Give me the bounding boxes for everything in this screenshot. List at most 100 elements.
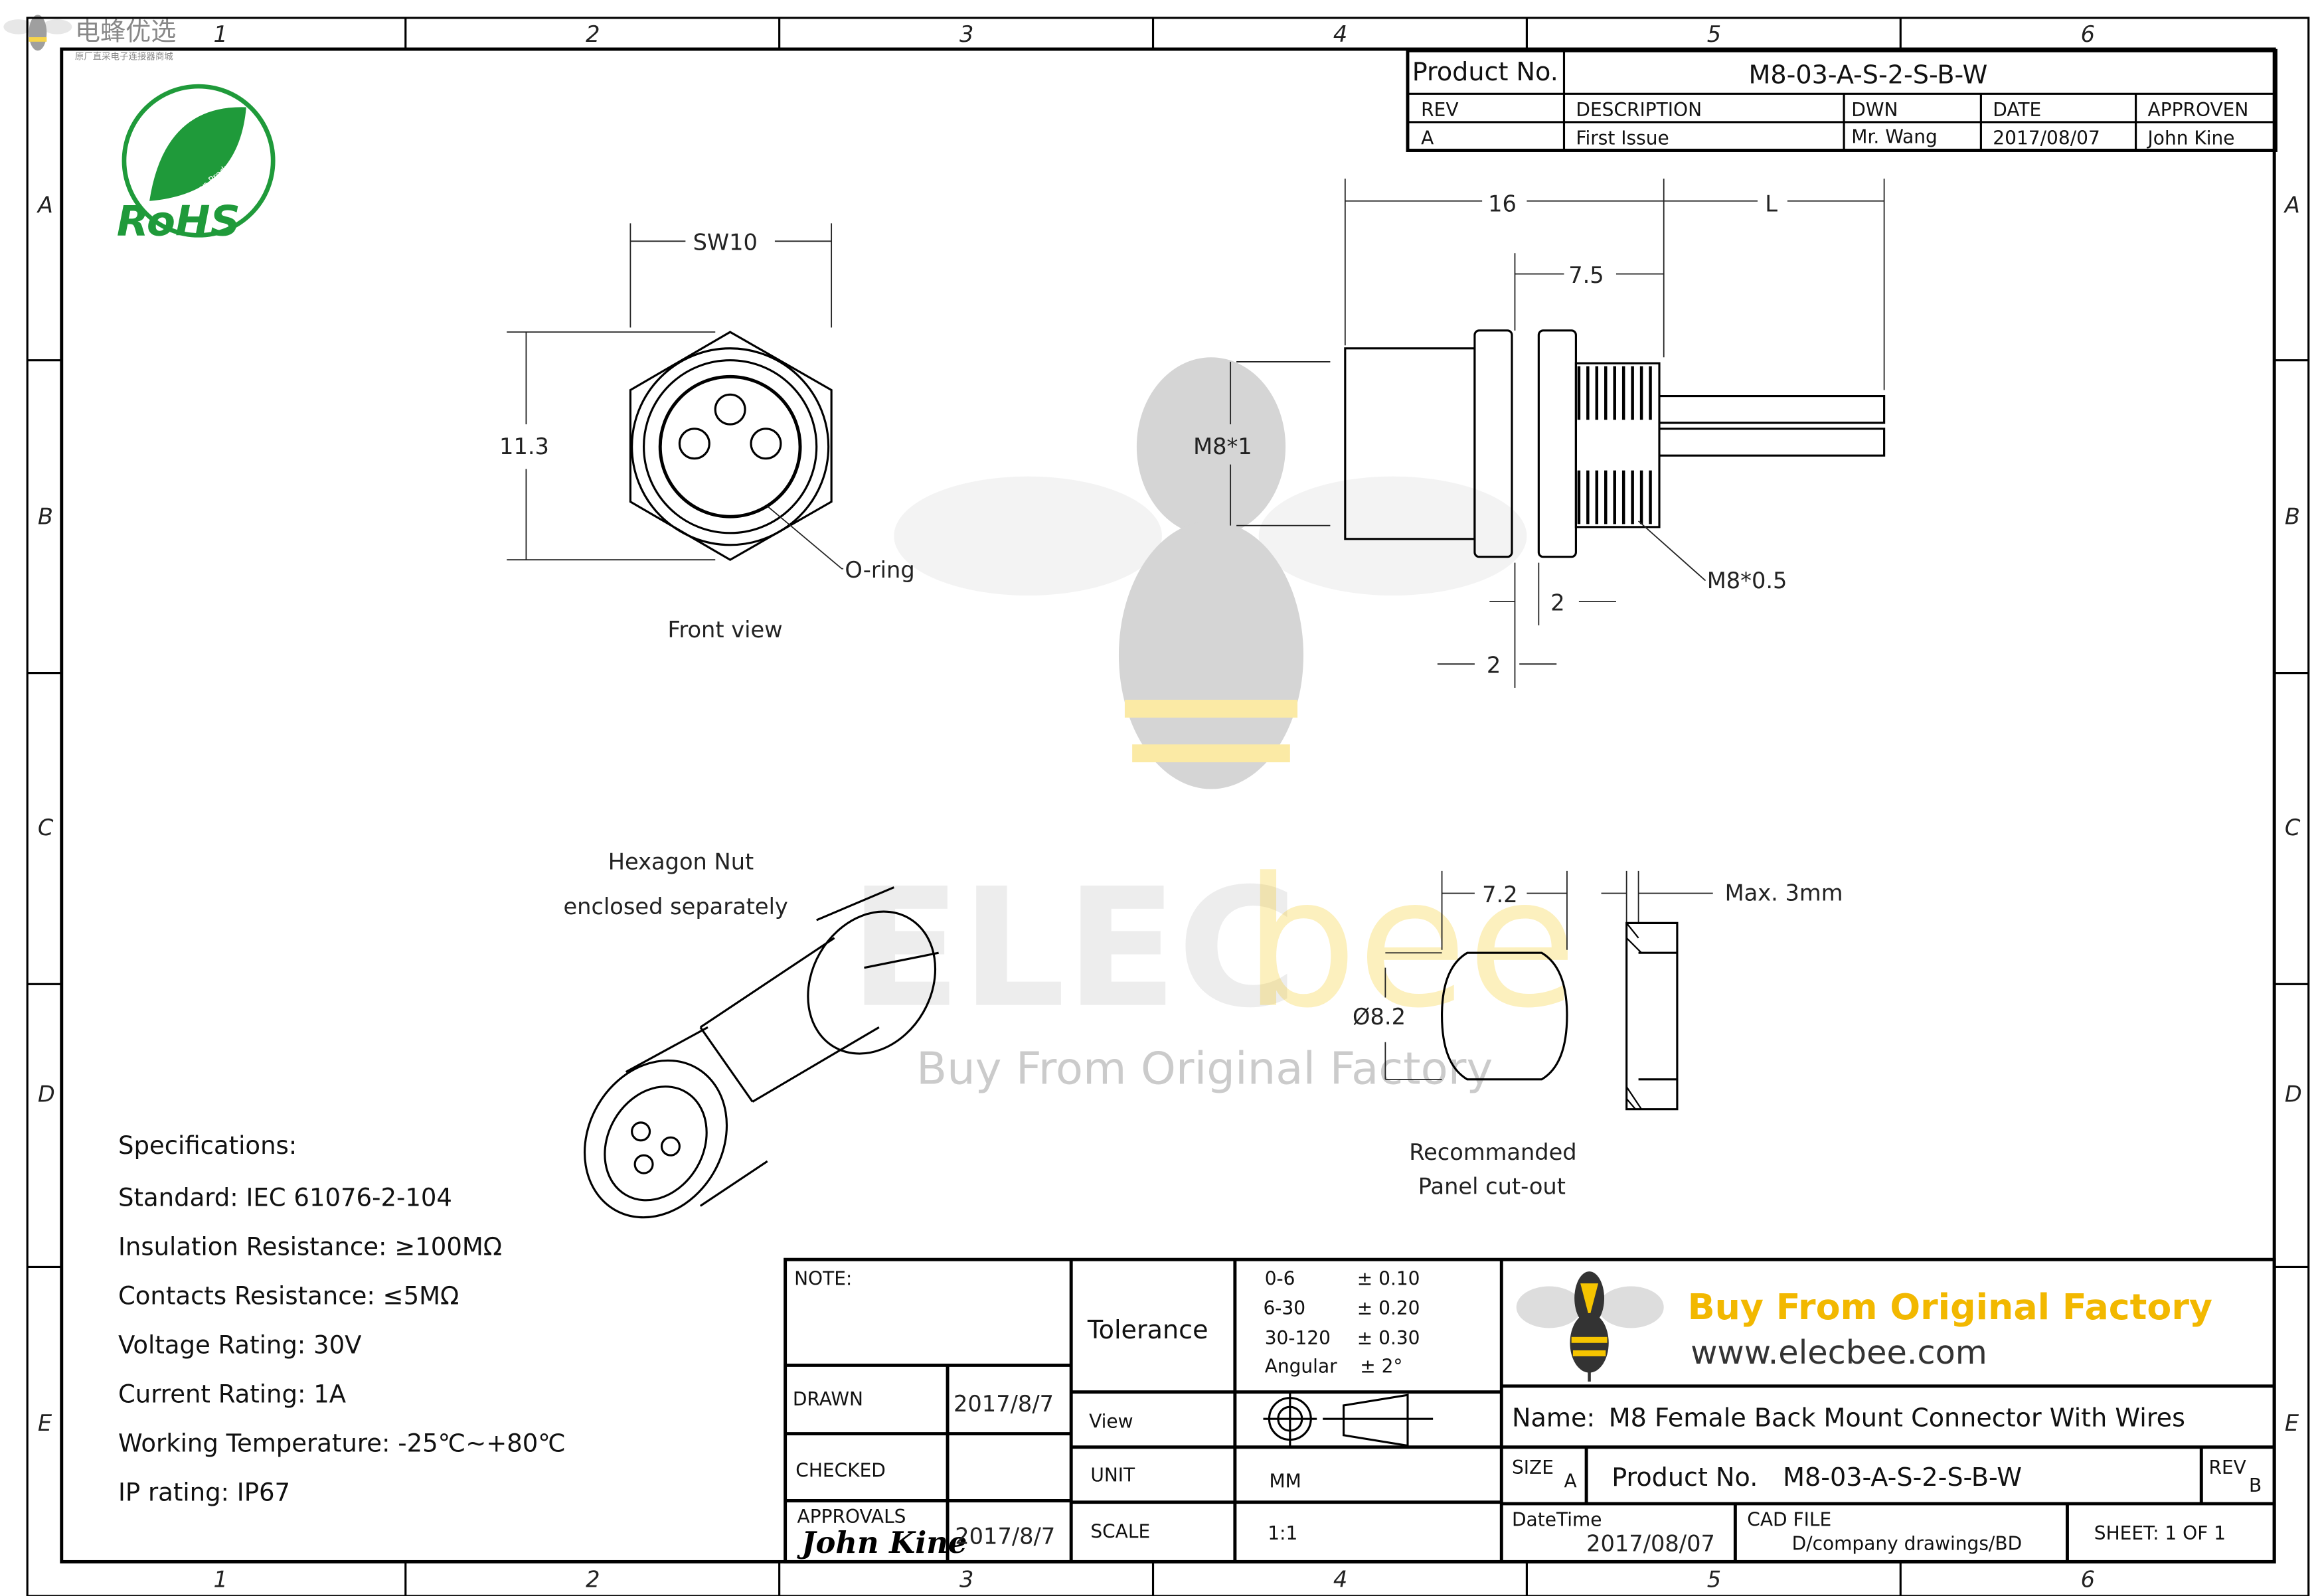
- frame-columns-0: 1: [213, 1567, 227, 1593]
- elecbee-bee-logo: [1516, 1271, 1664, 1382]
- specs-items-1: Insulation Resistance: ≥100MΩ: [118, 1232, 502, 1261]
- title-block-product-no-label: Product No.: [1612, 1463, 1758, 1492]
- revision-table-headers-1: DESCRIPTION: [1576, 99, 1702, 121]
- title-block-tolerance-label: Tolerance: [1087, 1315, 1208, 1344]
- title-block-unit-label: UNIT: [1090, 1464, 1135, 1486]
- specs-items-4: Current Rating: 1A: [118, 1380, 346, 1408]
- title-block-cad-label: CAD FILE: [1747, 1509, 1831, 1531]
- title-block-unit: MM: [1269, 1470, 1301, 1492]
- title-block-tolerances-2-0: 30-120: [1265, 1327, 1331, 1349]
- title-block-product-no: M8-03-A-S-2-S-B-W: [1783, 1463, 2022, 1492]
- title-block-checked-label: CHECKED: [795, 1460, 886, 1482]
- frame-columns-5: 6: [2081, 1567, 2095, 1593]
- title-block-size-label: SIZE: [1512, 1457, 1554, 1478]
- revision-table-product-no-label: Product No.: [1412, 57, 1558, 86]
- cutout-width: 7.2: [1482, 882, 1517, 908]
- zone-dividers: [27, 17, 2309, 1596]
- side-view-d75: 7.5: [1568, 262, 1604, 288]
- frame-columns-1: 2: [586, 1567, 600, 1593]
- website: www.elecbee.com: [1691, 1333, 1987, 1372]
- watermark-brand-cn: 电蜂优选: [75, 17, 176, 46]
- side-view-d2b: 2: [1487, 653, 1501, 678]
- rohs-logo: Green Product RoHS: [117, 84, 276, 245]
- frame-columns-3: 4: [1333, 1567, 1347, 1593]
- approval-signature: John Kine: [796, 1525, 967, 1560]
- revision-table-row-3: 2017/08/07: [1993, 127, 2100, 149]
- cutout-caption1: Recommanded: [1409, 1139, 1576, 1165]
- revision-table-headers-3: DATE: [1993, 99, 2041, 121]
- slogan: Buy From Original Factory: [1688, 1286, 2212, 1328]
- title-block-datetime: 2017/08/07: [1586, 1531, 1715, 1557]
- title-block-tolerances-3-1: ± 2°: [1360, 1356, 1402, 1378]
- frame-columns-3: 4: [1333, 21, 1347, 47]
- frame-columns-4: 5: [1707, 21, 1721, 47]
- revision-table-row-1: First Issue: [1576, 127, 1669, 149]
- specs-items-2: Contacts Resistance: ≤5MΩ: [118, 1281, 459, 1310]
- side-view-dL: L: [1765, 191, 1778, 216]
- specs-items-0: Standard: IEC 61076-2-104: [118, 1183, 452, 1212]
- title-block-tolerances-0-1: ± 0.10: [1357, 1267, 1420, 1289]
- side-view: 16 L 7.5 M8*1 M8*0.5 2 2: [1193, 179, 1886, 688]
- frame-rows-3: D: [38, 1081, 55, 1107]
- revision-table-row-4: John Kine: [2147, 127, 2235, 149]
- title-block-approvals-label: APPROVALS: [797, 1506, 906, 1528]
- cutout-caption2: Panel cut-out: [1418, 1174, 1566, 1200]
- specifications: Specifications: Standard: IEC 61076-2-10…: [118, 1131, 566, 1507]
- title-block-name: M8 Female Back Mount Connector With Wire…: [1609, 1403, 2185, 1432]
- isometric-view: Hexagon Nut enclosed separately: [563, 849, 939, 1219]
- panel-cutout: 7.2 Ø8.2 Max. 3mm Recommanded Panel cut-…: [1353, 870, 1843, 1200]
- front-view-caption: Front view: [667, 617, 782, 643]
- frame-columns-2: 3: [959, 21, 973, 47]
- watermark-logo-bee: bee: [1244, 840, 1577, 1048]
- specs-title: Specifications:: [118, 1131, 297, 1160]
- title-block-cad: D/company drawings/BD: [1792, 1532, 2023, 1554]
- rohs-text: RoHS: [117, 197, 240, 245]
- revision-table-product-no: M8-03-A-S-2-S-B-W: [1749, 60, 1988, 90]
- front-view-sw: SW10: [693, 230, 758, 256]
- side-view-d2a: 2: [1550, 590, 1564, 615]
- frame-rows-4: E: [38, 1410, 52, 1436]
- outer-frame: [26, 17, 2310, 1596]
- zone-labels: 1 2 3 4 5 6 1 2 3 4 5 6 A B C D E A B C D E: [37, 21, 2302, 1593]
- title-block: NOTE: DRAWN 2017/8/7 CHECKED APPROVALS J…: [784, 1257, 2276, 1563]
- frame-rows-2: C: [38, 815, 54, 840]
- frame-columns-1: 2: [586, 21, 600, 47]
- frame-columns-0: 1: [213, 21, 227, 47]
- title-block-drawn-label: DRAWN: [793, 1388, 863, 1410]
- title-block-tolerances-0-0: 0-6: [1265, 1267, 1295, 1289]
- title-block-sheet: SHEET: 1 OF 1: [2094, 1522, 2226, 1544]
- front-view-oring: O-ring: [845, 557, 914, 583]
- frame-rows-2: C: [2285, 815, 2301, 840]
- frame-rows-3: D: [2285, 1081, 2302, 1107]
- iso-view-caption2: enclosed separately: [563, 894, 787, 919]
- revision-table-headers-2: DWN: [1851, 99, 1898, 121]
- watermark-tagline-cn: 原厂直采电子连接器商城: [75, 51, 173, 62]
- frame-rows-0: A: [37, 193, 53, 218]
- specs-items-5: Working Temperature: -25℃~+80℃: [118, 1429, 566, 1457]
- title-block-rev: B: [2249, 1475, 2262, 1496]
- frame-columns-4: 5: [1707, 1567, 1721, 1593]
- frame-rows-0: A: [2283, 193, 2300, 218]
- title-block-approvals-date: 2017/8/7: [955, 1524, 1055, 1550]
- title-block-datetime-label: DateTime: [1512, 1509, 1602, 1531]
- revision-table-row-2: Mr. Wang: [1851, 125, 1938, 147]
- title-block-tolerances-1-0: 6-30: [1263, 1297, 1305, 1319]
- cutout-diameter: Ø8.2: [1353, 1004, 1406, 1030]
- title-block-note-label: NOTE:: [794, 1267, 852, 1289]
- title-block-view-label: View: [1089, 1411, 1133, 1433]
- title-block-scale: 1:1: [1268, 1522, 1297, 1544]
- side-view-thread2: M8*0.5: [1707, 568, 1787, 594]
- frame-rows-4: E: [2285, 1410, 2299, 1436]
- frame-rows-1: B: [38, 503, 53, 529]
- front-view: SW10 11.3 O-ring Front view: [499, 223, 915, 643]
- specs-items-3: Voltage Rating: 30V: [118, 1330, 361, 1359]
- iso-view-caption1: Hexagon Nut: [608, 849, 754, 875]
- frame-columns-2: 3: [959, 1567, 973, 1593]
- watermark-logo: ELEC: [849, 854, 1297, 1044]
- watermark-slogan: Buy From Original Factory: [916, 1043, 1493, 1095]
- corner-bee-icon: [3, 15, 72, 51]
- revision-table: Product No. M8-03-A-S-2-S-B-W REV DESCRI…: [1406, 48, 2277, 152]
- frame-columns-5: 6: [2081, 21, 2095, 47]
- watermark: ELEC bee Buy From Original Factory 电蜂优选 …: [3, 15, 1577, 1095]
